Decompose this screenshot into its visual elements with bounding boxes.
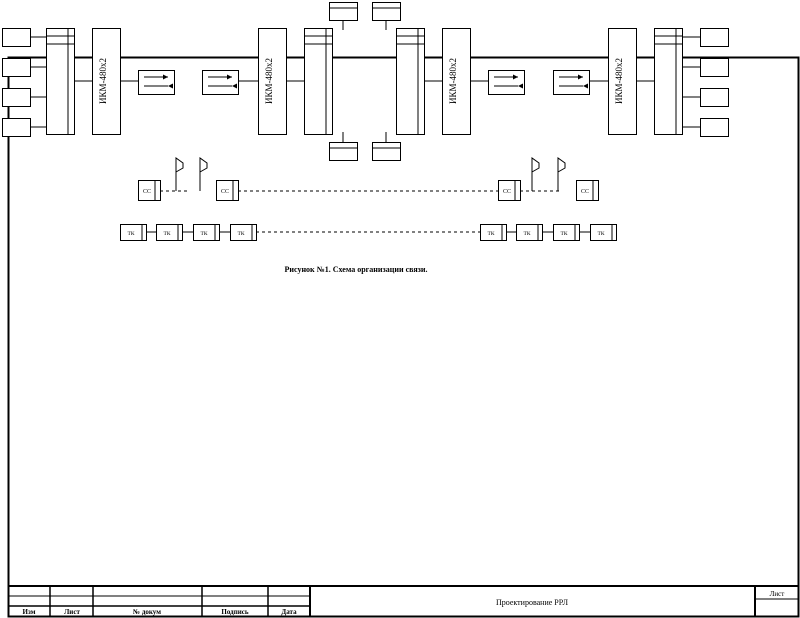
channel-box <box>2 58 31 77</box>
col-signature-label: Подпись <box>221 608 248 616</box>
tx-rx-unit <box>138 70 175 95</box>
col-date-label: Дата <box>281 608 297 616</box>
antenna-icon <box>531 157 540 182</box>
terminal-channel-label: ТК <box>523 231 530 237</box>
mux-label: ИКМ-480х2 <box>264 58 274 104</box>
tx-rx-unit <box>553 70 590 95</box>
title-block <box>8 585 799 617</box>
service-station-label: СС <box>581 189 589 195</box>
document-title: Проектирование РРЛ <box>496 598 569 607</box>
channel-box <box>700 58 729 77</box>
col-list-label: Лист <box>64 608 80 616</box>
terminal-channel-label: ТК <box>237 231 244 237</box>
channel-box <box>700 118 729 137</box>
channel-box <box>2 118 31 137</box>
channel-box <box>2 28 31 47</box>
service-station-label: СС <box>221 189 229 195</box>
service-station-label: СС <box>143 189 151 195</box>
channel-box <box>329 2 358 21</box>
tx-rx-unit <box>488 70 525 95</box>
channel-box <box>372 2 401 21</box>
mux-label: ИКМ-480х2 <box>448 58 458 104</box>
antenna-icon <box>557 157 566 182</box>
service-station-label: СС <box>503 189 511 195</box>
antenna-icon <box>175 157 184 182</box>
channel-box <box>329 142 358 161</box>
terminal-channel-label: ТК <box>163 231 170 237</box>
distribution-rack <box>654 28 683 135</box>
terminal-channel-label: ТК <box>487 231 494 237</box>
channel-box <box>2 88 31 107</box>
distribution-rack <box>46 28 75 135</box>
figure-caption: Рисунок №1. Схема организации связи. <box>285 265 428 274</box>
drawing-frame <box>7 56 800 618</box>
terminal-channel-box <box>590 224 617 241</box>
col-izm-label: Изм <box>23 608 36 616</box>
terminal-channel-label: ТК <box>127 231 134 237</box>
mux-block <box>442 28 471 135</box>
mux-block <box>258 28 287 135</box>
mux-block <box>608 28 637 135</box>
channel-box <box>372 142 401 161</box>
channel-box <box>700 28 729 47</box>
sheet-label: Лист <box>770 590 785 598</box>
distribution-rack <box>304 28 333 135</box>
terminal-channel-label: ТК <box>597 231 604 237</box>
channel-box <box>700 88 729 107</box>
mux-label: ИКМ-480х2 <box>98 58 108 104</box>
terminal-channel-label: ТК <box>560 231 567 237</box>
terminal-channel-label: ТК <box>200 231 207 237</box>
tx-rx-unit <box>202 70 239 95</box>
antenna-icon <box>199 157 208 182</box>
col-doc-number-label: № докум <box>132 608 161 616</box>
mux-block <box>92 28 121 135</box>
mux-label: ИКМ-480х2 <box>614 58 624 104</box>
